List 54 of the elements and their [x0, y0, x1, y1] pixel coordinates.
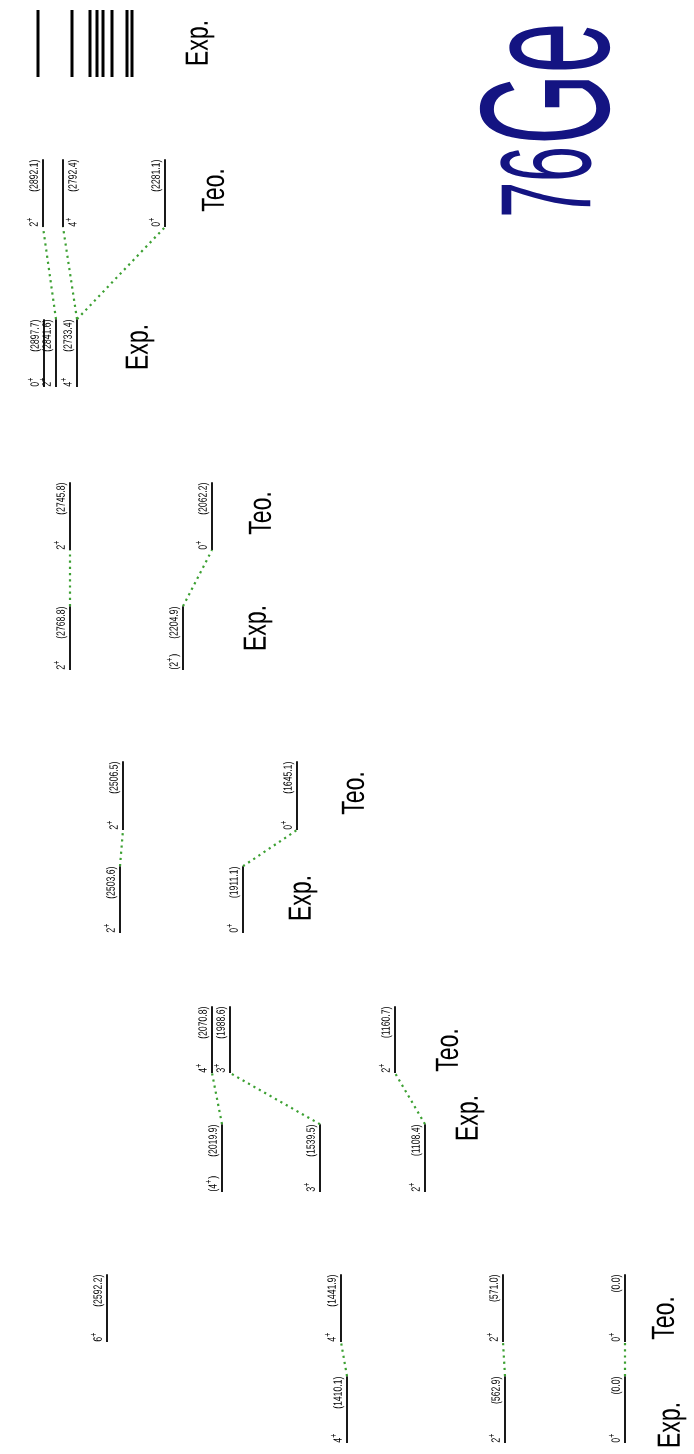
energy-level — [110, 10, 114, 77]
connector — [339, 1341, 349, 1377]
connector — [623, 1342, 627, 1377]
column-label: Exp. — [243, 607, 273, 650]
energy-level: 2$^{+}$ (2745.8) — [53, 481, 71, 551]
energy-level: 4$^{+}$ (1410.1) — [330, 1375, 348, 1444]
nuclide-label: $^{76}$Ge — [479, 26, 611, 215]
energy-level: 0$^{+}$ (1911.1) — [226, 865, 244, 934]
energy-level: 0$^{+}$ (0.0) — [608, 1375, 626, 1444]
column-label: Teo. — [435, 1030, 459, 1072]
energy-level: 4$^{+}$ (2070.8) — [195, 1005, 213, 1074]
energy-level: (4$^{+}$) (2019.9) — [205, 1123, 223, 1193]
connector — [501, 1341, 507, 1377]
energy-level: 0$^{+}$ (0.0) — [608, 1273, 626, 1343]
energy-level: 2$^{+}$ (2768.8) — [53, 605, 71, 671]
column-label: Exp. — [185, 22, 215, 65]
column-label: Exp. — [657, 1404, 687, 1447]
energy-level — [101, 10, 105, 77]
column-label: Teo. — [341, 773, 365, 815]
energy-level — [70, 10, 74, 77]
energy-level: 3$^{+}$ (1988.6) — [213, 1005, 231, 1074]
energy-level: (2$^{+}$) (2204.9) — [166, 605, 184, 671]
energy-level: 4$^{+}$ (2792.4) — [62, 158, 80, 228]
connector — [210, 1072, 224, 1125]
connector — [394, 1072, 426, 1125]
energy-level: 2$^{+}$ (562.9) — [488, 1375, 506, 1444]
energy-level: 2$^{+}$ (2503.6) — [103, 865, 121, 934]
energy-level: 0$^{+}$ (2062.2) — [195, 481, 213, 551]
energy-level: 3$^{+}$ (1539.5) — [303, 1123, 321, 1193]
column-label: Teo. — [651, 1298, 675, 1340]
energy-level: 2$^{+}$ (2892.1) — [26, 158, 44, 228]
connector — [242, 829, 298, 868]
energy-level: 0$^{+}$ (2281.1) — [148, 158, 166, 228]
column-label: Exp. — [288, 877, 318, 920]
energy-level — [88, 10, 92, 77]
energy-level: 6$^{+}$ (2592.2) — [90, 1273, 108, 1343]
energy-level: 2$^{+}$ (1160.7) — [378, 1005, 396, 1074]
energy-level — [36, 10, 40, 77]
energy-level: 2$^{+}$ (2506.5) — [106, 760, 124, 831]
energy-level: 0$^{+}$ (1645.1) — [280, 760, 298, 831]
column-label: Exp. — [125, 326, 155, 369]
column-label: Teo. — [201, 170, 225, 212]
energy-level: 2$^{+}$ (571.0) — [486, 1273, 504, 1343]
connector — [182, 549, 213, 607]
energy-level — [130, 10, 134, 77]
connector — [229, 1072, 321, 1126]
energy-level — [125, 10, 129, 77]
energy-level: 4$^{+}$ (2733.4) — [60, 318, 78, 388]
energy-level: 4$^{+}$ (1441.9) — [324, 1273, 342, 1343]
energy-level — [95, 10, 99, 77]
column-label: Exp. — [455, 1097, 485, 1140]
connector — [76, 226, 166, 320]
column-label: Teo. — [248, 493, 272, 535]
energy-level: 2$^{+}$ (1108.4) — [408, 1123, 426, 1193]
